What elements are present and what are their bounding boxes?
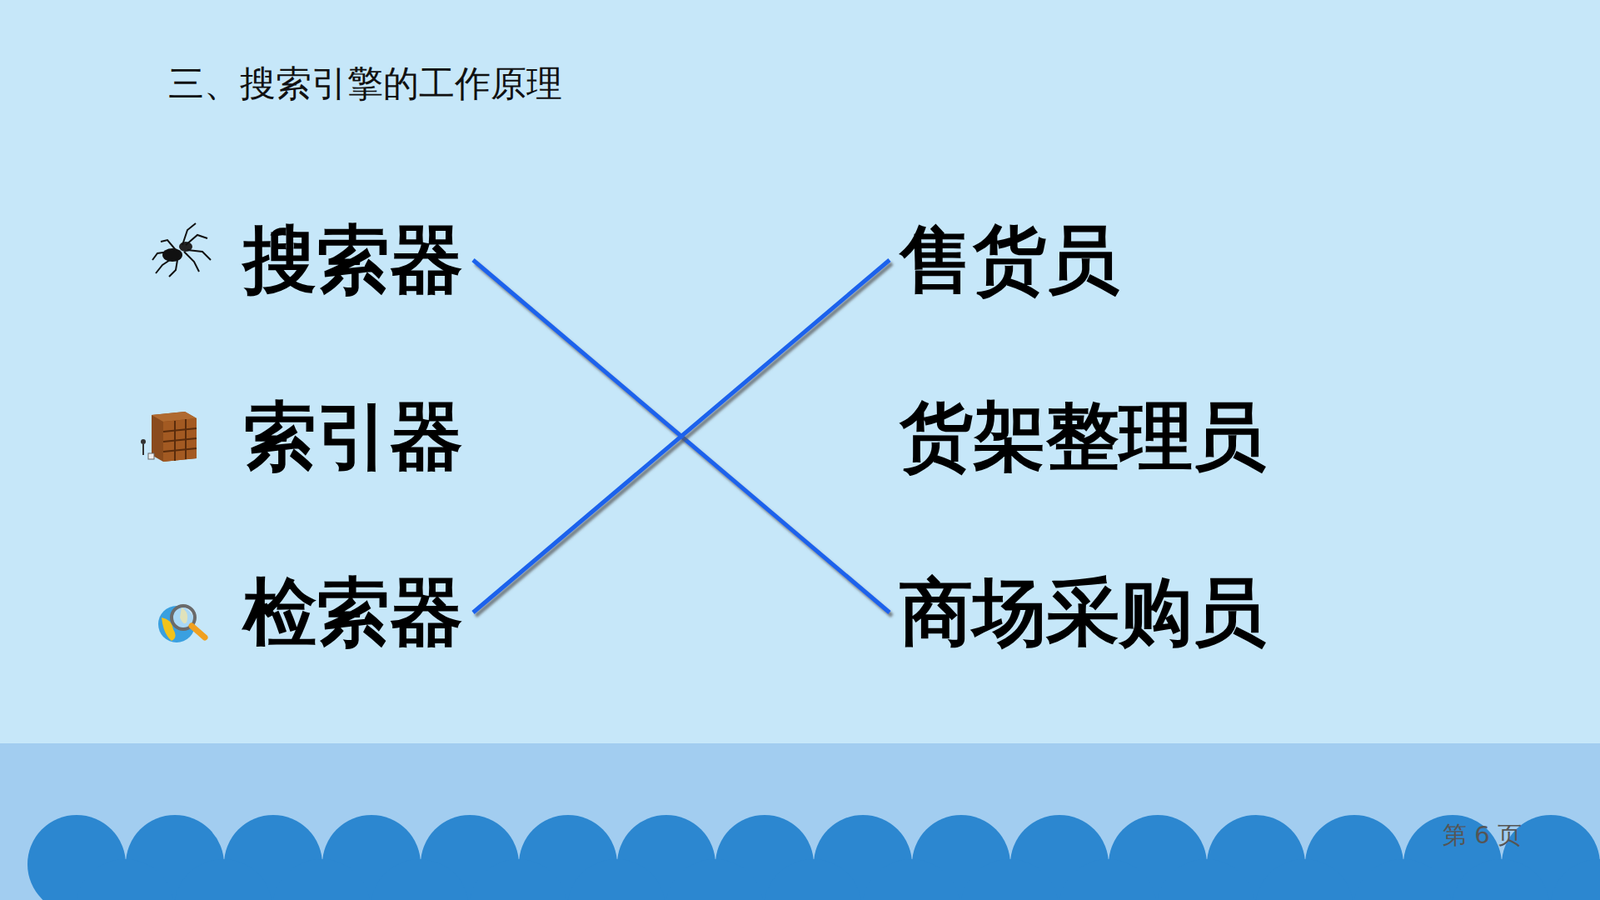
wave-circle <box>272 858 371 900</box>
term-label-box: 货架整理员 <box>889 394 1270 479</box>
wave-circle <box>468 858 568 900</box>
term-text: 检索器 <box>243 572 464 653</box>
sky-ground <box>0 0 1600 743</box>
term-text: 索引器 <box>243 396 464 478</box>
wave-pattern <box>27 814 1600 900</box>
term-label-box: 商场采购员 <box>889 570 1270 655</box>
wave-circle <box>1353 858 1452 900</box>
term-label-box: 售货员 <box>889 218 1123 303</box>
wave-circle <box>862 858 961 900</box>
bookshelf-icon <box>140 411 197 462</box>
globe-search-icon <box>158 605 205 643</box>
wave-circle <box>1058 858 1157 900</box>
term-text: 售货员 <box>899 219 1120 301</box>
match-line <box>473 259 890 613</box>
wave-circle <box>1156 858 1256 900</box>
wave-circle <box>1255 858 1354 900</box>
term-text: 商场采购员 <box>899 572 1267 653</box>
wave-circle <box>370 858 469 900</box>
wave-circle <box>960 858 1059 900</box>
wave-circle <box>763 858 863 900</box>
wave-circle <box>1550 858 1600 900</box>
term-label-box: 搜索器 <box>239 218 474 303</box>
term-label-box: 检索器 <box>239 570 474 655</box>
wave-circle <box>567 858 666 900</box>
term-text: 搜索器 <box>243 219 464 301</box>
slide-title: 三、搜索引擎的工作原理 <box>168 59 563 109</box>
wave-circle <box>1451 858 1551 900</box>
wave-circle <box>174 858 273 900</box>
spider-icon <box>152 223 211 277</box>
term-text: 货架整理员 <box>899 396 1267 478</box>
wave-circle <box>75 858 175 900</box>
page-number: 第 6 页 <box>1442 818 1522 853</box>
term-label-box: 索引器 <box>239 394 474 479</box>
match-line <box>473 259 890 613</box>
wave-circle <box>665 858 764 900</box>
